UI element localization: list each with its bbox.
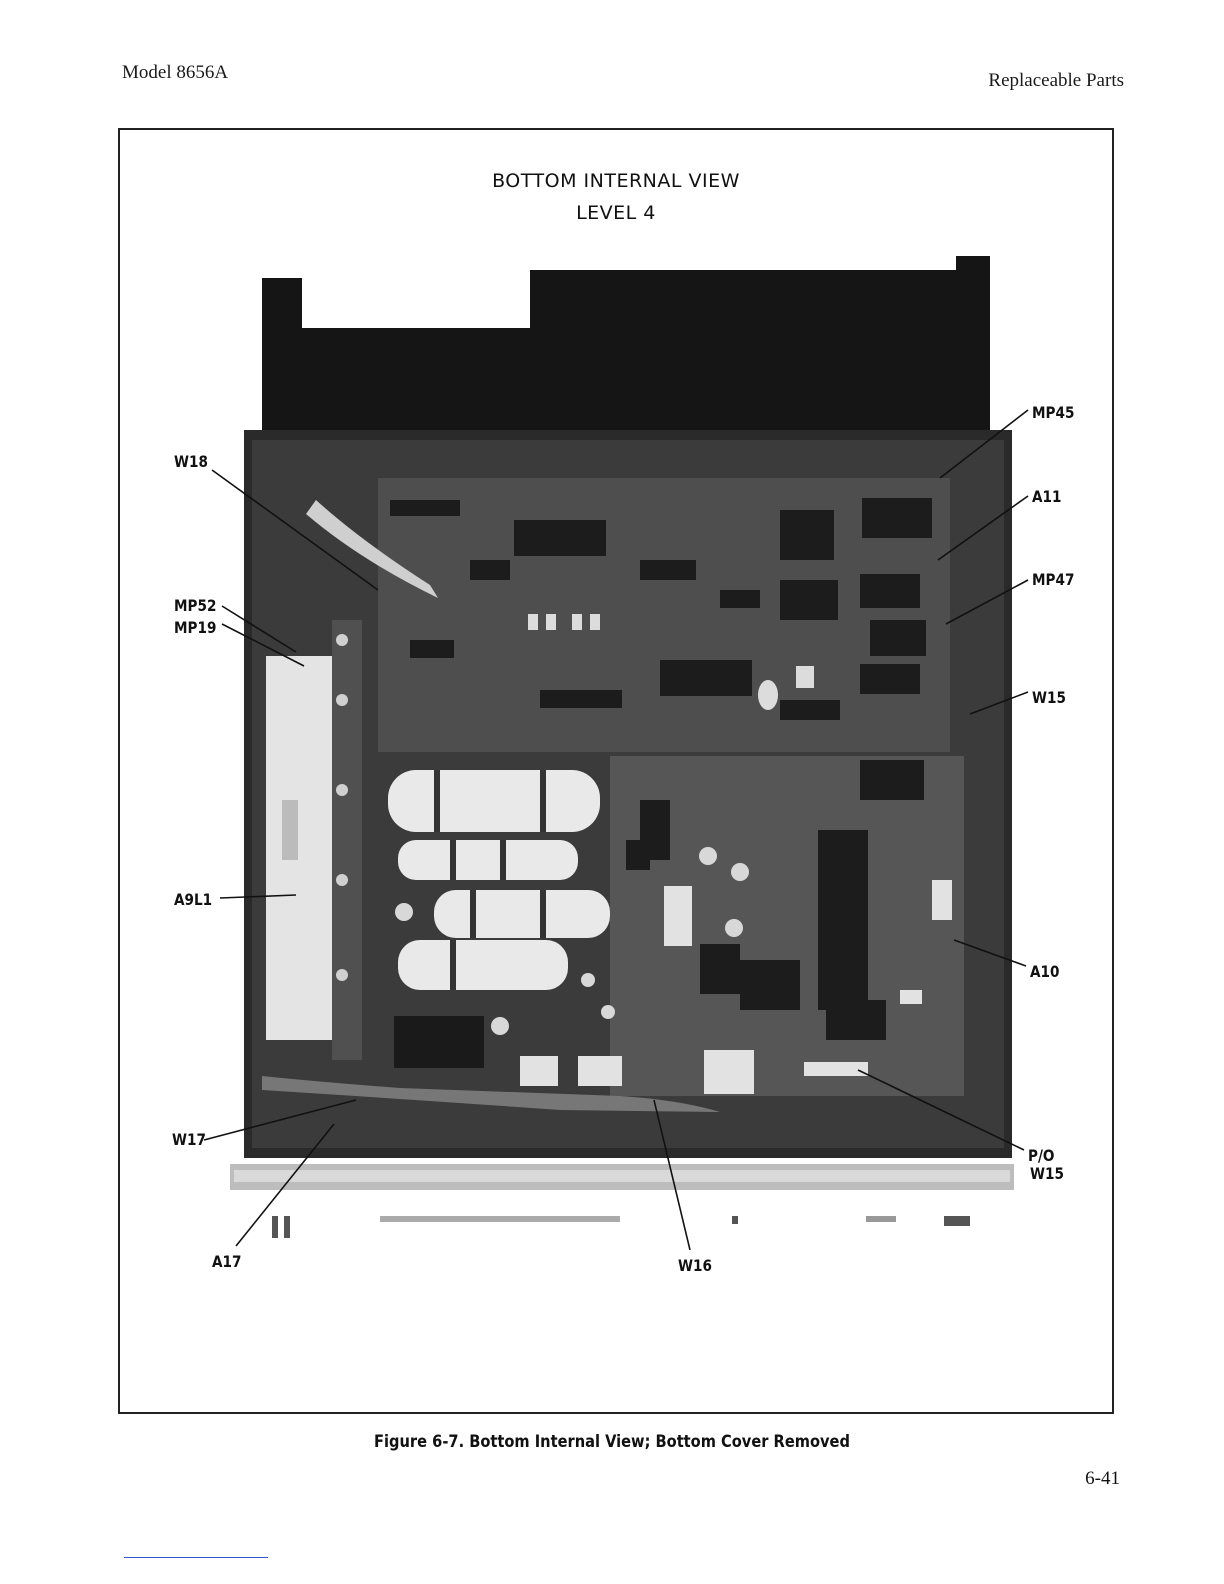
callout-po: P/O [1028,1146,1054,1165]
callout-w16: W16 [678,1256,712,1275]
callout-w18: W18 [174,452,208,471]
callout-mp19: MP19 [174,618,216,637]
callout-mp45: MP45 [1032,403,1074,422]
callout-mp52: MP52 [174,596,216,615]
figure-caption: Figure 6-7. Bottom Internal View; Bottom… [86,1432,1139,1452]
callout-mp47: MP47 [1032,570,1074,589]
callout-a10: A10 [1030,962,1059,981]
callout-w15: W15 [1032,688,1066,707]
callout-w17: W17 [172,1130,206,1149]
callout-w15-po: W15 [1030,1164,1064,1183]
callout-a17: A17 [212,1252,241,1271]
page-number: 6-41 [1085,1468,1120,1490]
callout-a11: A11 [1032,487,1061,506]
footer-rule [124,1557,268,1558]
callout-a9l1: A9L1 [174,890,212,909]
